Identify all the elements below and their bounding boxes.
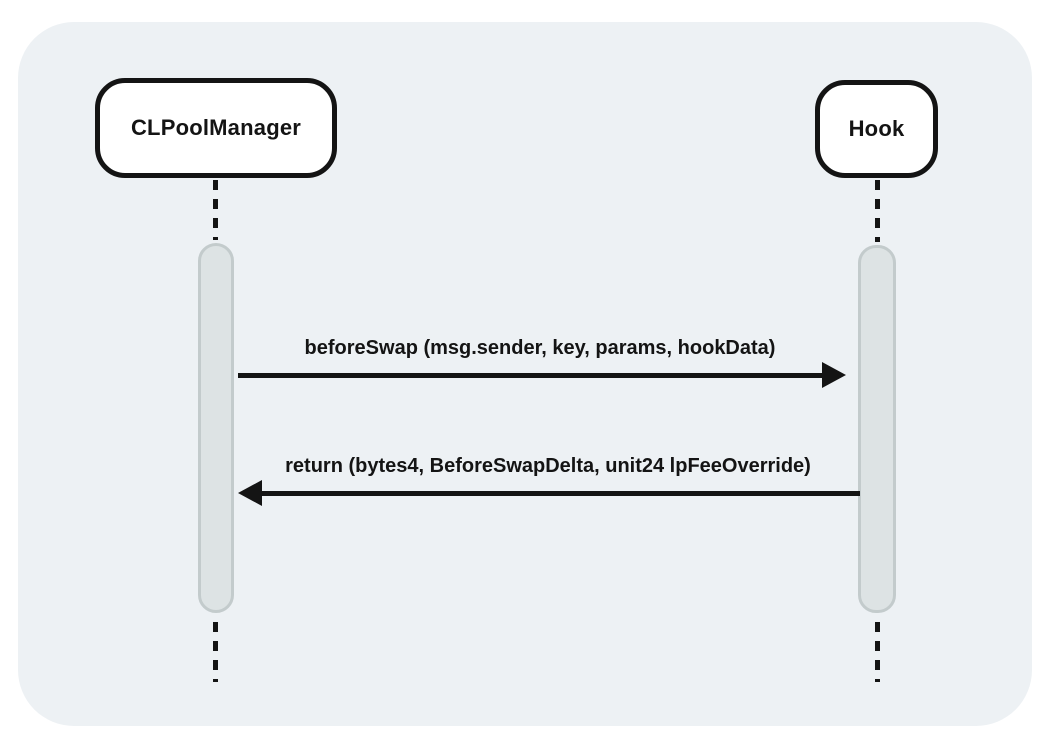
lifeline-hook-top xyxy=(875,180,880,242)
lifeline-clpoolmanager-top xyxy=(213,180,218,240)
actor-label-hook: Hook xyxy=(848,116,905,141)
activation-bar-clpoolmanager xyxy=(198,243,234,613)
arrowhead-right-icon xyxy=(822,362,846,388)
arrowhead-left-icon xyxy=(238,480,262,506)
lifeline-clpoolmanager-bottom xyxy=(213,622,218,682)
actor-box-clpoolmanager: CLPoolManager xyxy=(95,78,337,178)
message-arrow-beforeswap xyxy=(238,373,824,378)
activation-bar-hook xyxy=(858,245,896,613)
message-arrow-return xyxy=(258,491,860,496)
message-label-beforeswap: beforeSwap (msg.sender, key, params, hoo… xyxy=(304,337,776,359)
actor-box-hook: Hook xyxy=(815,80,938,178)
lifeline-hook-bottom xyxy=(875,622,880,682)
message-label-return: return (bytes4, BeforeSwapDelta, unit24 … xyxy=(285,455,811,477)
actor-label-clpoolmanager: CLPoolManager xyxy=(130,115,302,140)
